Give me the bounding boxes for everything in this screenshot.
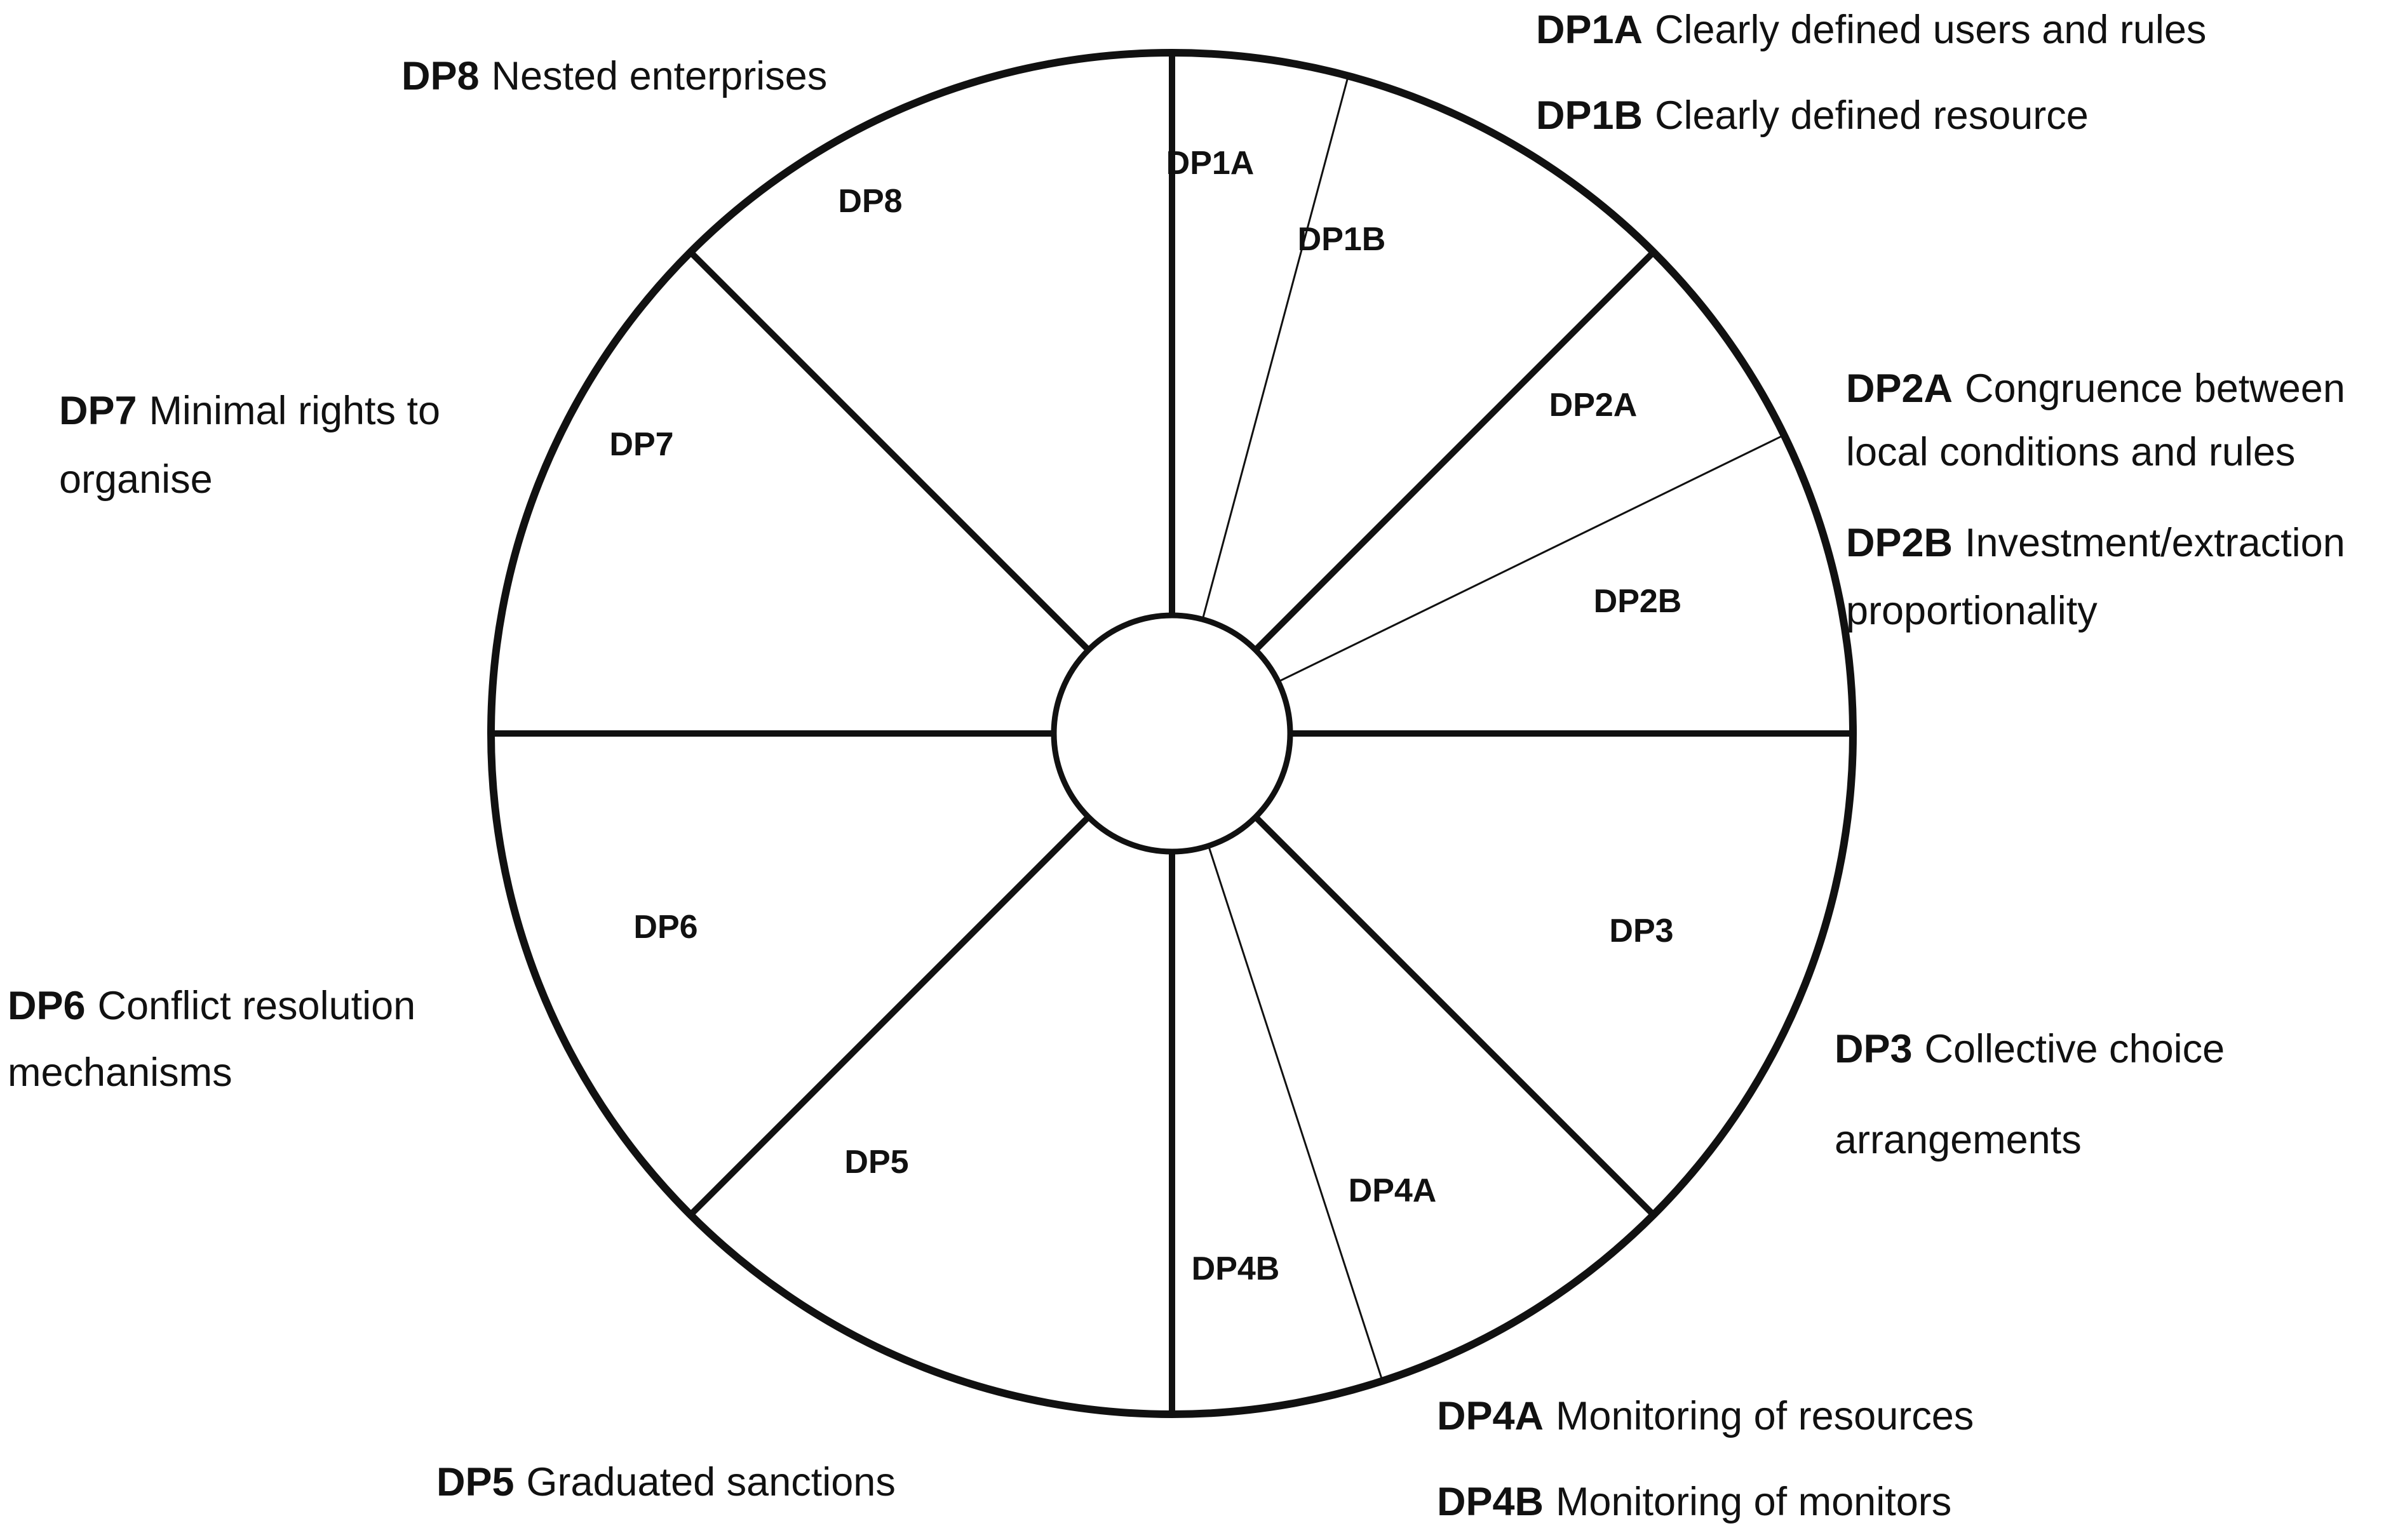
callout-dp4b-text: Monitoring of monitors	[1555, 1480, 1952, 1524]
callout-dp2a-text: Congruence between	[1964, 366, 2345, 411]
hub-circle	[1051, 612, 1293, 855]
sector-boundary-line	[1253, 250, 1656, 653]
callout-dp1a-text: Clearly defined users and rules	[1654, 8, 2207, 52]
callout-line: arrangements	[1835, 1120, 2082, 1160]
sector-boundary-line	[1253, 814, 1656, 1217]
segment-label-dp8: DP8	[838, 183, 902, 220]
callout-dp6-text: Conflict resolution	[97, 984, 416, 1028]
callout-dp1b-label: DP1B	[1536, 93, 1643, 138]
subsector-divider-line	[1208, 845, 1384, 1381]
segment-label-dp5: DP5	[844, 1144, 908, 1181]
segment-label-dp2b: DP2B	[1594, 583, 1682, 620]
callout-line: organise	[59, 460, 213, 500]
segment-label-dp1a: DP1A	[1166, 145, 1255, 182]
callout-dp3-text2: arrangements	[1835, 1118, 2082, 1162]
callout-line: DP7 Minimal rights to	[59, 391, 440, 431]
segment-label-dp1b: DP1B	[1298, 221, 1386, 258]
sector-boundary-line	[688, 814, 1091, 1217]
segment-label-dp2a: DP2A	[1549, 387, 1638, 424]
callout-dp2b-text2: proportionality	[1846, 589, 2098, 633]
sector-boundary-line	[688, 250, 1091, 653]
callout-dp1a-label: DP1A	[1536, 8, 1643, 52]
segment-label-dp4b: DP4B	[1192, 1250, 1280, 1287]
callout-dp5-text: Graduated sanctions	[526, 1460, 896, 1504]
callout-dp1b-text: Clearly defined resource	[1654, 93, 2089, 138]
callout-dp2b-text: Investment/extraction	[1964, 521, 2345, 565]
callout-dp7-label: DP7	[59, 389, 137, 433]
callout-dp8-label: DP8	[401, 54, 480, 98]
callout-dp2b-label: DP2B	[1846, 521, 1953, 565]
callout-dp3-text: Collective choice	[1924, 1027, 2225, 1071]
subsector-divider-line	[1201, 76, 1349, 620]
segment-label-dp7: DP7	[609, 426, 673, 463]
callout-dp7-text: Minimal rights to	[149, 389, 441, 433]
segment-label-dp4a: DP4A	[1349, 1172, 1437, 1209]
callout-dp4a-label: DP4A	[1437, 1394, 1544, 1438]
callout-dp2a-text2: local conditions and rules	[1846, 430, 2296, 474]
callout-line: proportionality	[1846, 591, 2098, 631]
segment-label-dp6: DP6	[633, 909, 697, 946]
callout-dp3-label: DP3	[1835, 1027, 1913, 1071]
callout-dp2a-label: DP2A	[1846, 366, 1953, 411]
callout-dp6-label: DP6	[8, 984, 86, 1028]
callout-line: local conditions and rules	[1846, 432, 2295, 472]
segment-label-dp3: DP3	[1609, 913, 1673, 949]
callout-dp6-text2: mechanisms	[8, 1050, 232, 1095]
callout-dp5-label: DP5	[436, 1460, 515, 1504]
callout-dp4b-label: DP4B	[1437, 1480, 1544, 1524]
callout-dp7-text2: organise	[59, 457, 213, 502]
callout-dp8-text: Nested enterprises	[491, 54, 828, 98]
callout-line: mechanisms	[8, 1053, 232, 1093]
subsector-divider-line	[1277, 434, 1785, 683]
callout-dp4a-text: Monitoring of resources	[1555, 1394, 1974, 1438]
